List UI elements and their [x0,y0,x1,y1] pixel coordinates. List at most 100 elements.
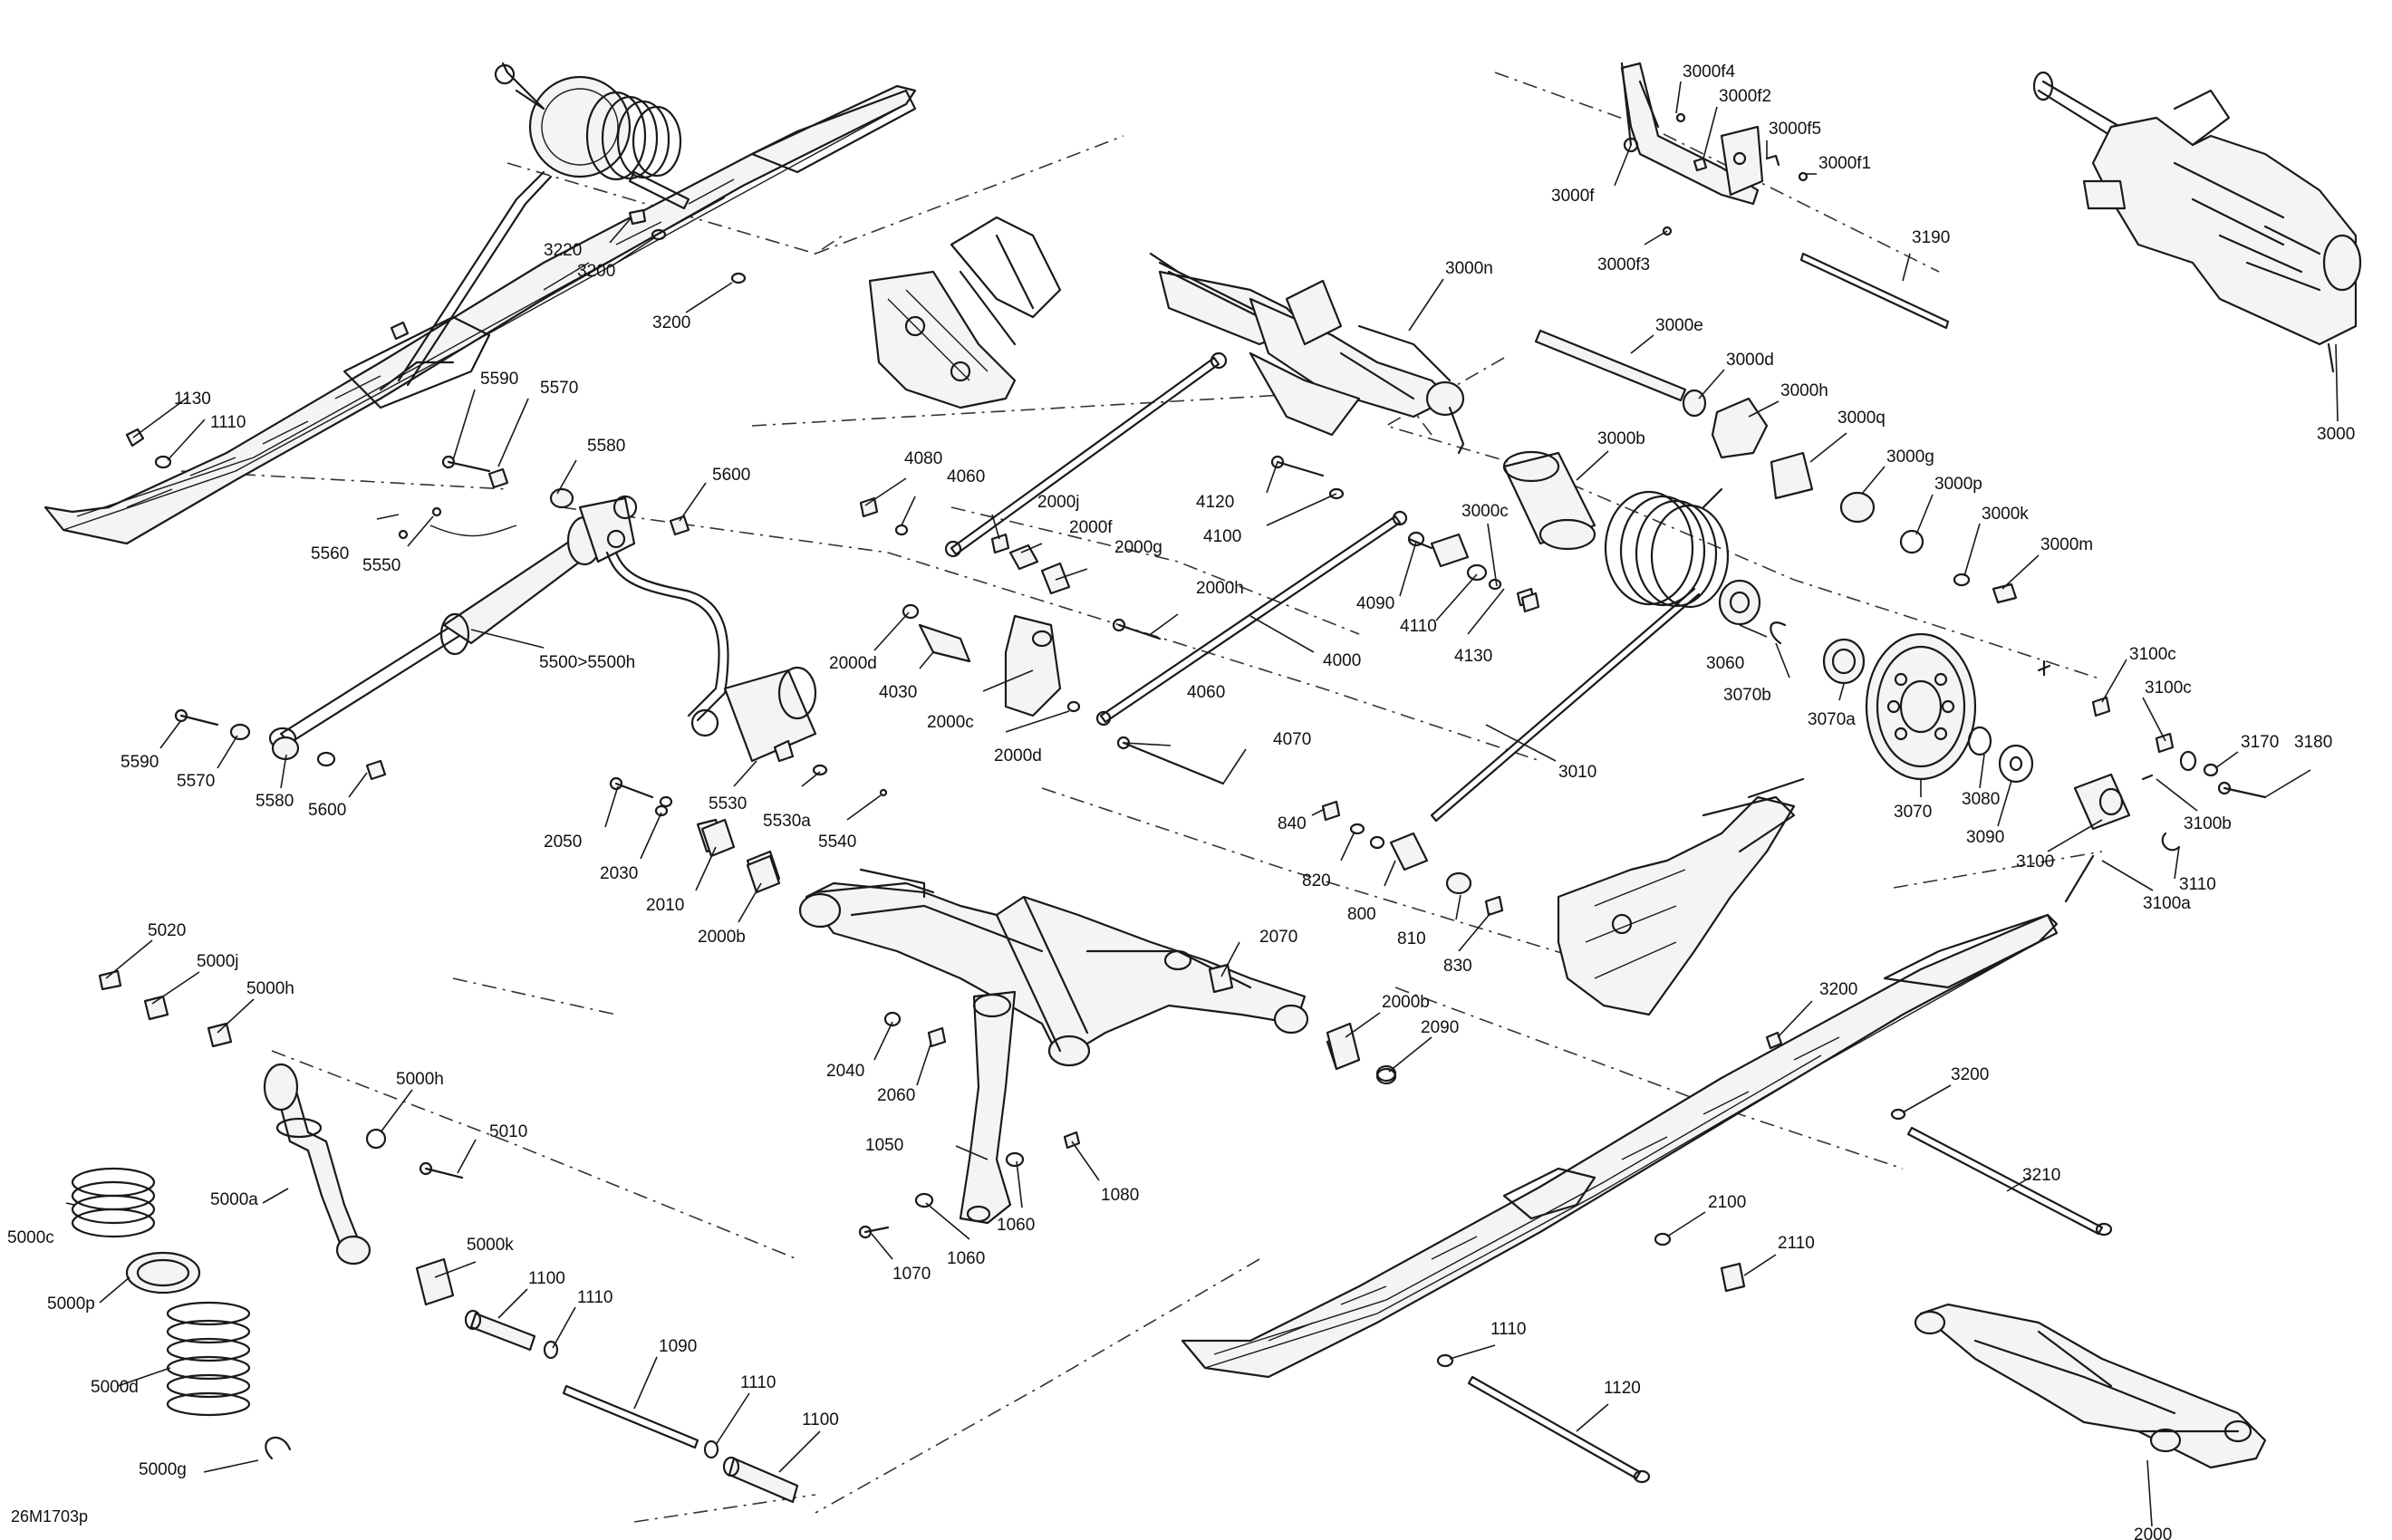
part-label: 820 [1302,871,1331,890]
part-label: 2000 [2134,1526,2172,1540]
part-label: 3100b [2184,814,2232,833]
part-label: 4030 [879,683,917,702]
left-rail-hardware [125,208,747,469]
part-label: 3210 [2022,1166,2060,1185]
wheel-hub-3100 [2037,659,2267,903]
part-label: 5560 [311,544,349,563]
part-label: 5010 [489,1122,527,1141]
part-label: 3170 [2241,733,2279,752]
part-label: 5000d [91,1378,139,1397]
part-label: 2030 [600,864,638,883]
rear-arm-2000-small [1914,1303,2267,1469]
part-label: 5600 [308,801,346,820]
part-label: 5000j [197,952,239,971]
part-label: 2000d [829,654,877,673]
part-label: 2050 [544,833,582,852]
shock-springs [71,1167,292,1460]
part-label: 3100c [2129,645,2176,664]
part-label: 2000b [1382,993,1430,1012]
part-label: 1060 [947,1249,985,1268]
part-label: 4100 [1203,527,1241,546]
part-label: 3000f2 [1719,87,1771,106]
part-label: 3000n [1445,259,1493,278]
part-label: 3000q [1837,409,1886,428]
part-label: 5570 [177,772,215,791]
part-label: 810 [1397,929,1426,948]
part-label: 3060 [1706,654,1744,673]
part-label: 2000f [1069,518,1113,537]
part-label: 1110 [740,1373,776,1392]
rear-arm-2000 [798,868,1309,1067]
link-rods-4000 [859,351,1540,785]
part-label: 1070 [892,1265,931,1284]
part-label: 5000h [246,979,294,998]
part-label: 840 [1278,814,1307,833]
part-label: 3000f4 [1683,63,1736,82]
part-label: 3070 [1894,803,1932,822]
part-label: 1120 [1604,1379,1641,1398]
part-label: 5530a [763,812,811,831]
part-label: 5590 [121,753,159,772]
part-label: 1110 [210,413,246,432]
link-1050 [959,990,1017,1225]
right-slide-rail [1181,913,2059,1379]
part-label: 5590 [480,370,518,389]
part-label: 1100 [802,1410,839,1429]
part-label: 3010 [1558,763,1596,782]
part-label: 2040 [826,1062,864,1081]
shock-hardware [174,455,888,797]
part-label: 5000c [7,1228,54,1247]
part-label: 3000f1 [1818,154,1871,173]
spring-3010 [1430,450,1730,823]
part-label: 2090 [1421,1018,1459,1037]
part-label: 1050 [865,1136,903,1155]
left-slide-rail [43,84,917,545]
part-label: 3000e [1655,316,1703,335]
part-label: 3000f3 [1597,255,1650,274]
part-label: 5000a [210,1190,258,1209]
shaft-parts-3000 [1534,329,2018,604]
part-label: 3000h [1780,381,1828,400]
part-label: 2000b [698,928,746,947]
part-label: 4000 [1323,651,1361,670]
part-label: 5570 [540,379,578,398]
front-drive-assembly-3000 [2032,71,2362,373]
part-label: 4090 [1356,594,1394,613]
part-label: 5530 [709,794,747,813]
part-label: 3000p [1934,475,1982,494]
part-label: 3200 [1951,1065,1989,1084]
drive-housing-top [868,216,1062,409]
part-label: 1110 [1490,1320,1526,1339]
part-label: 5000p [47,1295,95,1314]
part-label: 1090 [659,1337,697,1356]
part-label: 830 [1443,957,1472,976]
part-label: 5020 [148,921,186,940]
bushing-group-2000b [654,804,1397,1085]
part-label: 2060 [877,1086,915,1105]
rear-shock-5500 [268,495,817,763]
part-label: 1080 [1101,1186,1139,1205]
part-label: 4080 [904,449,942,468]
part-label: 3200 [577,262,615,281]
part-label: 2000h [1196,579,1244,598]
part-labels: 3220 3200 3200 1130 1110 5590 5570 5580 … [7,63,2355,1540]
part-label: 4110 [1400,617,1437,636]
rear-shock-5000 [98,969,464,1306]
part-label: 2000g [1114,538,1162,557]
part-label: 3000m [2040,535,2093,554]
part-label: 3000k [1982,505,2029,524]
part-label: 5000g [139,1460,187,1479]
part-label: 5540 [818,833,856,852]
part-label: 3000g [1886,448,1934,467]
part-label: 2000j [1037,493,1080,512]
part-label: 3180 [2294,733,2332,752]
part-label: 5000h [396,1070,444,1089]
part-label: 3000d [1726,351,1774,370]
part-label: 4070 [1273,730,1311,749]
part-label: 2000d [994,746,1042,765]
part-label: 3110 [2179,875,2216,894]
part-label: 3200 [1819,980,1857,999]
part-label: 3100a [2143,894,2191,913]
part-label: 3190 [1912,228,1950,247]
part-label: 5500>5500h [539,653,635,672]
